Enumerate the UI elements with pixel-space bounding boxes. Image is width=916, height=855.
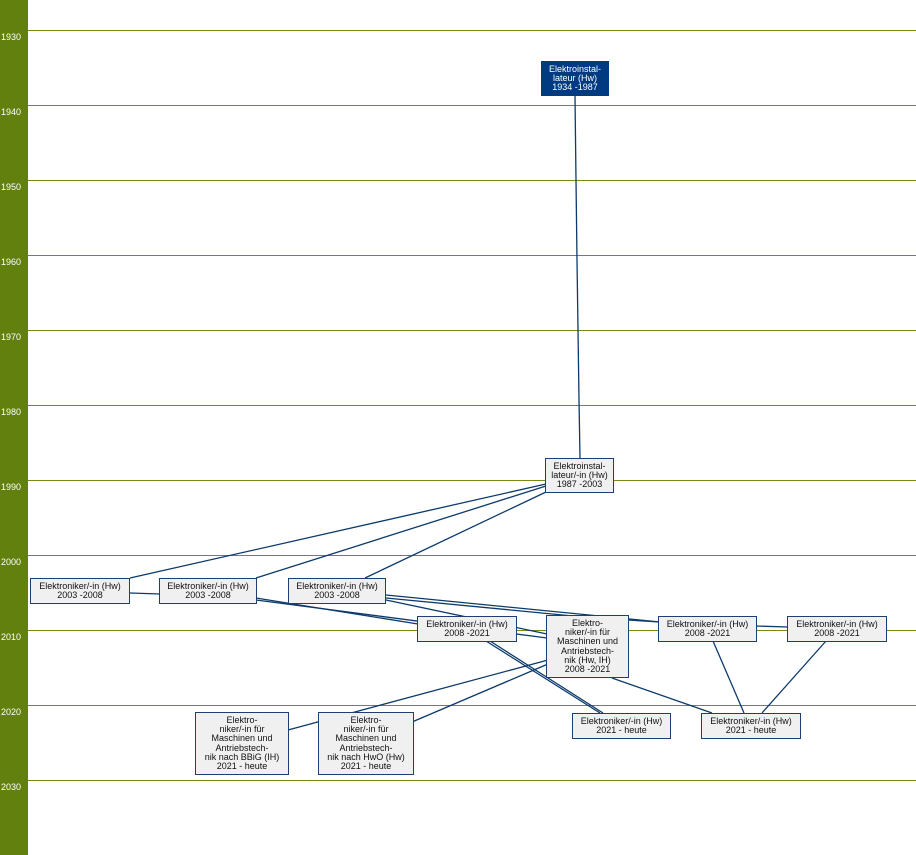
node-line: 2003 -2008 — [314, 590, 360, 600]
node-line: Elektroniker/-in (Hw) — [580, 715, 663, 726]
node-maschinen-antriebstechnik-bbig-2021[interactable]: Elektro- niker/-in für Maschinen und Ant… — [195, 712, 289, 775]
year-axis-bar — [0, 0, 28, 855]
connector-n7-n13 — [611, 677, 713, 714]
node-line: Elektroniker/-in (Hw) — [710, 715, 792, 726]
node-line: 1987 -2003 — [556, 479, 603, 490]
node-elektroinstallateur-1934[interactable]: Elektroinstal- lateur (Hw) 1934 -1987 — [541, 61, 609, 96]
connector-n8-n13 — [712, 640, 745, 714]
year-label-2020: 2020 — [1, 707, 22, 717]
node-line: Antriebstech- — [339, 742, 393, 753]
connector-n2-n3 — [129, 483, 547, 579]
node-elektroniker-2003-a[interactable]: Elektroniker/-in (Hw) 2003 -2008 — [30, 578, 130, 604]
node-maschinen-antriebstechnik-2008[interactable]: Elektro- niker/-in für Maschinen und Ant… — [546, 615, 629, 678]
node-elektroniker-2008-c[interactable]: Elektroniker/-in (Hw) 2008 -2021 — [787, 616, 887, 642]
node-line: Elektroniker/-in (Hw) — [296, 580, 378, 591]
node-line: Elektroniker/-in (Hw) — [426, 618, 508, 629]
node-line: Elektro- — [226, 714, 258, 725]
year-gridlines — [28, 30, 916, 781]
connector-n2-n4 — [255, 485, 547, 579]
year-label-1930: 1930 — [1, 32, 22, 42]
node-elektroniker-2003-c[interactable]: Elektroniker/-in (Hw) 2003 -2008 — [288, 578, 386, 604]
connector-n8-n9 — [754, 625, 789, 628]
node-line: Elektroniker/-in (Hw) — [796, 618, 878, 629]
node-line: nik nach BBiG (IH) — [204, 751, 280, 762]
node-line: Elektro- — [571, 617, 603, 628]
year-label-2000: 2000 — [1, 557, 22, 567]
node-line: 2008 -2021 — [444, 628, 490, 638]
node-line: niker/-in für — [219, 724, 265, 735]
node-elektroniker-2008-a[interactable]: Elektroniker/-in (Hw) 2008 -2021 — [417, 616, 517, 642]
year-label-1980: 1980 — [1, 407, 22, 417]
node-line: 2003 -2008 — [185, 590, 231, 600]
node-line: Elektroniker/-in (Hw) — [666, 618, 749, 629]
node-line: 2021 - heute — [725, 725, 777, 735]
node-line: 2008 -2021 — [684, 628, 731, 638]
connector-n7-n8 — [627, 619, 661, 623]
node-line: Antriebstech- — [215, 742, 269, 753]
node-line: Maschinen und — [211, 733, 273, 744]
node-line: niker/-in für — [564, 627, 610, 638]
connector-n1-n2 — [574, 95, 581, 459]
node-elektroniker-2021-a[interactable]: Elektroniker/-in (Hw) 2021 - heute — [572, 713, 671, 739]
connector-n6-n12 — [485, 640, 601, 714]
node-line: nik nach HwO (Hw) — [327, 751, 405, 762]
node-line: Antriebstech- — [560, 645, 615, 656]
node-line: lateur/-in (Hw) — [551, 469, 608, 480]
node-elektroniker-2003-b[interactable]: Elektroniker/-in (Hw) 2003 -2008 — [159, 578, 257, 604]
year-label-2030: 2030 — [1, 782, 22, 792]
node-elektroniker-2008-b[interactable]: Elektroniker/-in (Hw) 2008 -2021 — [658, 616, 757, 642]
node-line: Maschinen und — [335, 733, 397, 744]
node-line: 2008 -2021 — [564, 663, 611, 674]
node-elektroniker-2021-b[interactable]: Elektroniker/-in (Hw) 2021 - heute — [701, 713, 801, 739]
year-label-1960: 1960 — [1, 257, 22, 267]
connector-n7-n11 — [411, 663, 549, 723]
year-label-1990: 1990 — [1, 482, 22, 492]
connector-n9-n13 — [761, 640, 827, 714]
node-line: Maschinen und — [556, 636, 619, 647]
year-label-1970: 1970 — [1, 332, 22, 342]
year-label-2010: 2010 — [1, 632, 22, 642]
node-line: 2008 -2021 — [814, 628, 860, 638]
node-line: Elektroinstal- — [553, 460, 606, 471]
node-line: Elektroniker/-in (Hw) — [39, 580, 121, 591]
node-line: 2021 - heute — [340, 760, 392, 771]
connector-n2-n5 — [364, 491, 547, 579]
node-line: 1934 -1987 — [552, 82, 598, 93]
node-line: lateur (Hw) — [552, 72, 597, 83]
connector-n3-n4 — [129, 592, 161, 595]
node-line: Elektro- — [350, 714, 382, 725]
node-line: niker/-in für — [343, 724, 389, 735]
node-maschinen-antriebstechnik-hwo-2021[interactable]: Elektro- niker/-in für Maschinen und Ant… — [318, 712, 414, 775]
node-line: 2021 - heute — [596, 725, 647, 735]
connector-n5-n9 — [385, 597, 574, 617]
year-label-1940: 1940 — [1, 107, 22, 117]
year-label-1950: 1950 — [1, 182, 22, 192]
node-line: 2003 -2008 — [57, 590, 103, 600]
node-line: Elektroinstal- — [548, 63, 602, 74]
node-line: nik (Hw, IH) — [564, 654, 611, 665]
node-line: Elektroniker/-in (Hw) — [167, 580, 249, 591]
node-line: 2021 - heute — [216, 760, 268, 771]
node-elektroinstallateur-1987[interactable]: Elektroinstal- lateur/-in (Hw) 1987 -200… — [545, 458, 614, 493]
